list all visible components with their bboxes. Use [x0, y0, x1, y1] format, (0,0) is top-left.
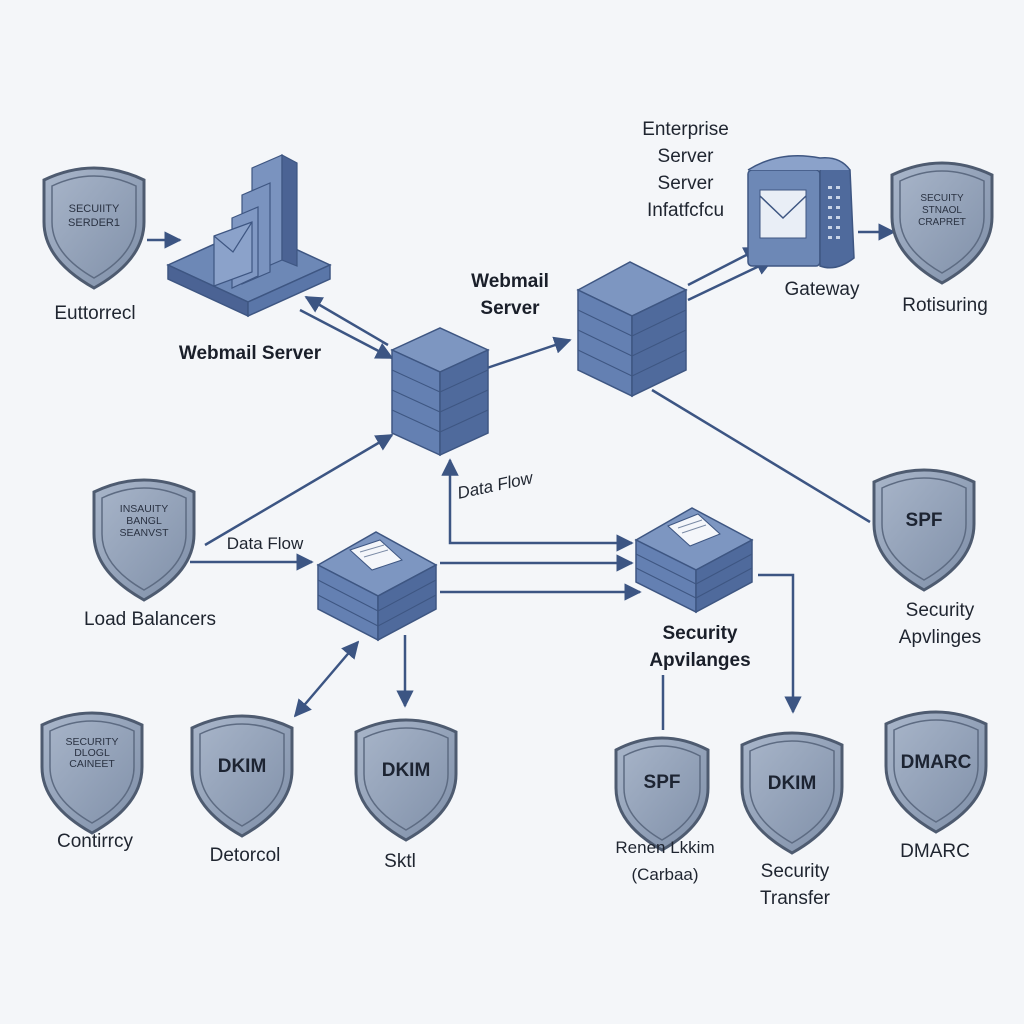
shield-text: SPF: [906, 510, 943, 531]
webmail-top-server-stack-icon: [576, 261, 688, 398]
arrow-stack-to-dkim-left: [293, 640, 360, 718]
shield-icon: SPF: [614, 736, 710, 852]
arrow-hub-down-right: [441, 458, 634, 552]
arrow-webmail-to-hub-2: [304, 295, 389, 347]
line-webmail-top-to-spf: [651, 388, 871, 524]
arrow-hub-to-webmail-top: [486, 336, 572, 370]
shield-text: BANGL: [126, 515, 162, 527]
shield-text: SECUITY: [920, 193, 964, 204]
shield-icon: DMARC: [884, 710, 988, 834]
webmail-server-label: Webmail Server: [178, 343, 322, 364]
shield-icon: DKIM: [354, 718, 458, 842]
shield-text: DMARC: [901, 752, 972, 773]
webmail-server-top-label: Webmail Server: [471, 271, 549, 319]
shield-caption: Load Balancers: [83, 609, 217, 630]
shield-icon: SECUIITY SERDER1: [42, 166, 146, 290]
shield-text: SECUIITY: [69, 203, 120, 215]
arrow-appliance-to-dkim-right: [758, 573, 802, 714]
shield-text: SECURITY: [65, 736, 118, 748]
arrow-webmail-to-hub-1: [299, 308, 394, 360]
shield-text: SERDER1: [68, 217, 120, 229]
security-appliances-label: Security Apvilanges: [649, 623, 751, 671]
shield-caption: Security Apvlinges: [898, 600, 982, 648]
shield-text: DKIM: [768, 773, 817, 794]
shield-icon: DKIM: [190, 714, 294, 838]
shield-caption: Detorcol: [209, 845, 281, 866]
shield-text: INSAUITY: [120, 503, 168, 515]
shield-icon: SPF: [872, 468, 976, 592]
connectors: [147, 223, 896, 730]
shield-icon: SECUITY STNAOL CRAPRET: [890, 161, 994, 285]
shield-text: DKIM: [218, 756, 267, 777]
shield-caption: Sktl: [384, 851, 416, 872]
shield-caption: DMARC: [900, 841, 970, 862]
mail-processing-stack-icon: [316, 531, 438, 642]
shield-text: DKIM: [382, 760, 431, 781]
shield-caption: Renen Lkkim (Carbaa): [615, 838, 715, 884]
servers: [166, 154, 855, 642]
shield-caption: Euttorrecl: [54, 303, 136, 324]
shield-caption: Rotisuring: [902, 295, 988, 316]
shield-caption: Security Transfer: [759, 861, 831, 909]
gateway-label: Gateway: [784, 279, 860, 300]
shield-text: CAINEET: [69, 758, 115, 770]
shield-text: SEANVST: [119, 527, 169, 539]
shield-text: DLOGL: [74, 747, 110, 759]
webmail-server-icon: [166, 154, 332, 318]
shield-text: CRAPRET: [918, 217, 966, 228]
enterprise-server-label: Enterprise Server Server Infatfcfcu: [642, 119, 729, 221]
shield-text: STNAOL: [922, 205, 962, 216]
shield-icon: DKIM: [740, 731, 844, 855]
shield-caption: Contirrcy: [56, 831, 133, 852]
gateway-server-icon: [747, 155, 855, 269]
shield-icon: INSAUITY BANGL SEANVST: [92, 478, 196, 602]
data-flow-label: Data Flow: [226, 534, 304, 553]
shield-icon: SECURITY DLOGL CAINEET: [40, 711, 144, 835]
shield-text: SPF: [644, 772, 681, 793]
shields: SECUIITY SERDER1 SECUITY STNAOL CRAPRET …: [40, 161, 994, 855]
central-server-stack-icon: [390, 327, 490, 457]
security-appliance-stack-icon: [634, 507, 754, 614]
arrow-dataflow-to-hub: [204, 433, 394, 547]
